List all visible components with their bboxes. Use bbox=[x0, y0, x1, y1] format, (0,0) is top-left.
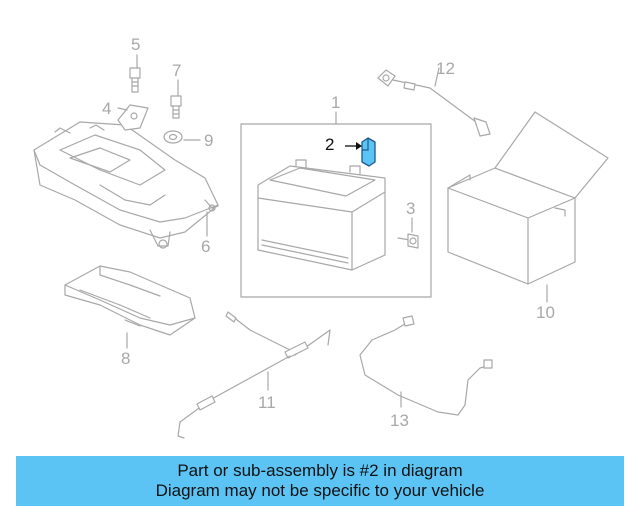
info-banner: Part or sub-assembly is #2 in diagram Di… bbox=[16, 456, 624, 506]
callout-6: 6 bbox=[201, 237, 210, 256]
ground-strap-part-13 bbox=[359, 315, 493, 416]
callout-7: 7 bbox=[172, 61, 181, 80]
battery-tray-part-6 bbox=[33, 121, 219, 249]
parts-diagram: 1 2 3 4 5 6 7 8 9 10 11 12 13 bbox=[33, 35, 609, 439]
callout-10: 10 bbox=[536, 303, 555, 322]
callout-9: 9 bbox=[204, 131, 213, 150]
callout-8: 8 bbox=[121, 349, 130, 368]
callout-numbers: 1 2 3 4 5 6 7 8 9 10 11 12 13 bbox=[102, 35, 555, 430]
washer-part-9 bbox=[163, 130, 183, 144]
banner-line-disclaimer: Diagram may not be specific to your vehi… bbox=[155, 481, 485, 500]
callout-11: 11 bbox=[258, 393, 276, 412]
callout-12: 12 bbox=[436, 59, 455, 78]
terminal-cover-part-2-highlighted bbox=[345, 137, 376, 167]
banner-line-part-number: Part or sub-assembly is #2 in diagram bbox=[177, 461, 463, 480]
callout-13: 13 bbox=[390, 411, 409, 430]
callout-3: 3 bbox=[406, 199, 415, 218]
callout-5: 5 bbox=[131, 35, 140, 54]
battery-part-1 bbox=[240, 123, 432, 298]
bolt-part-7 bbox=[170, 95, 182, 119]
positive-lead-part-12 bbox=[377, 69, 491, 137]
bolt-part-5 bbox=[129, 67, 141, 93]
callout-4: 4 bbox=[102, 99, 111, 118]
callout-2: 2 bbox=[325, 135, 334, 154]
negative-cable-part-11 bbox=[177, 311, 331, 439]
bolt-part-3 bbox=[397, 233, 419, 249]
battery-cover-part-10 bbox=[447, 111, 609, 285]
leader-lines bbox=[117, 54, 548, 408]
clamp-plate-part-4 bbox=[117, 104, 149, 131]
callout-1: 1 bbox=[331, 93, 340, 112]
bracket-part-8 bbox=[64, 265, 196, 336]
